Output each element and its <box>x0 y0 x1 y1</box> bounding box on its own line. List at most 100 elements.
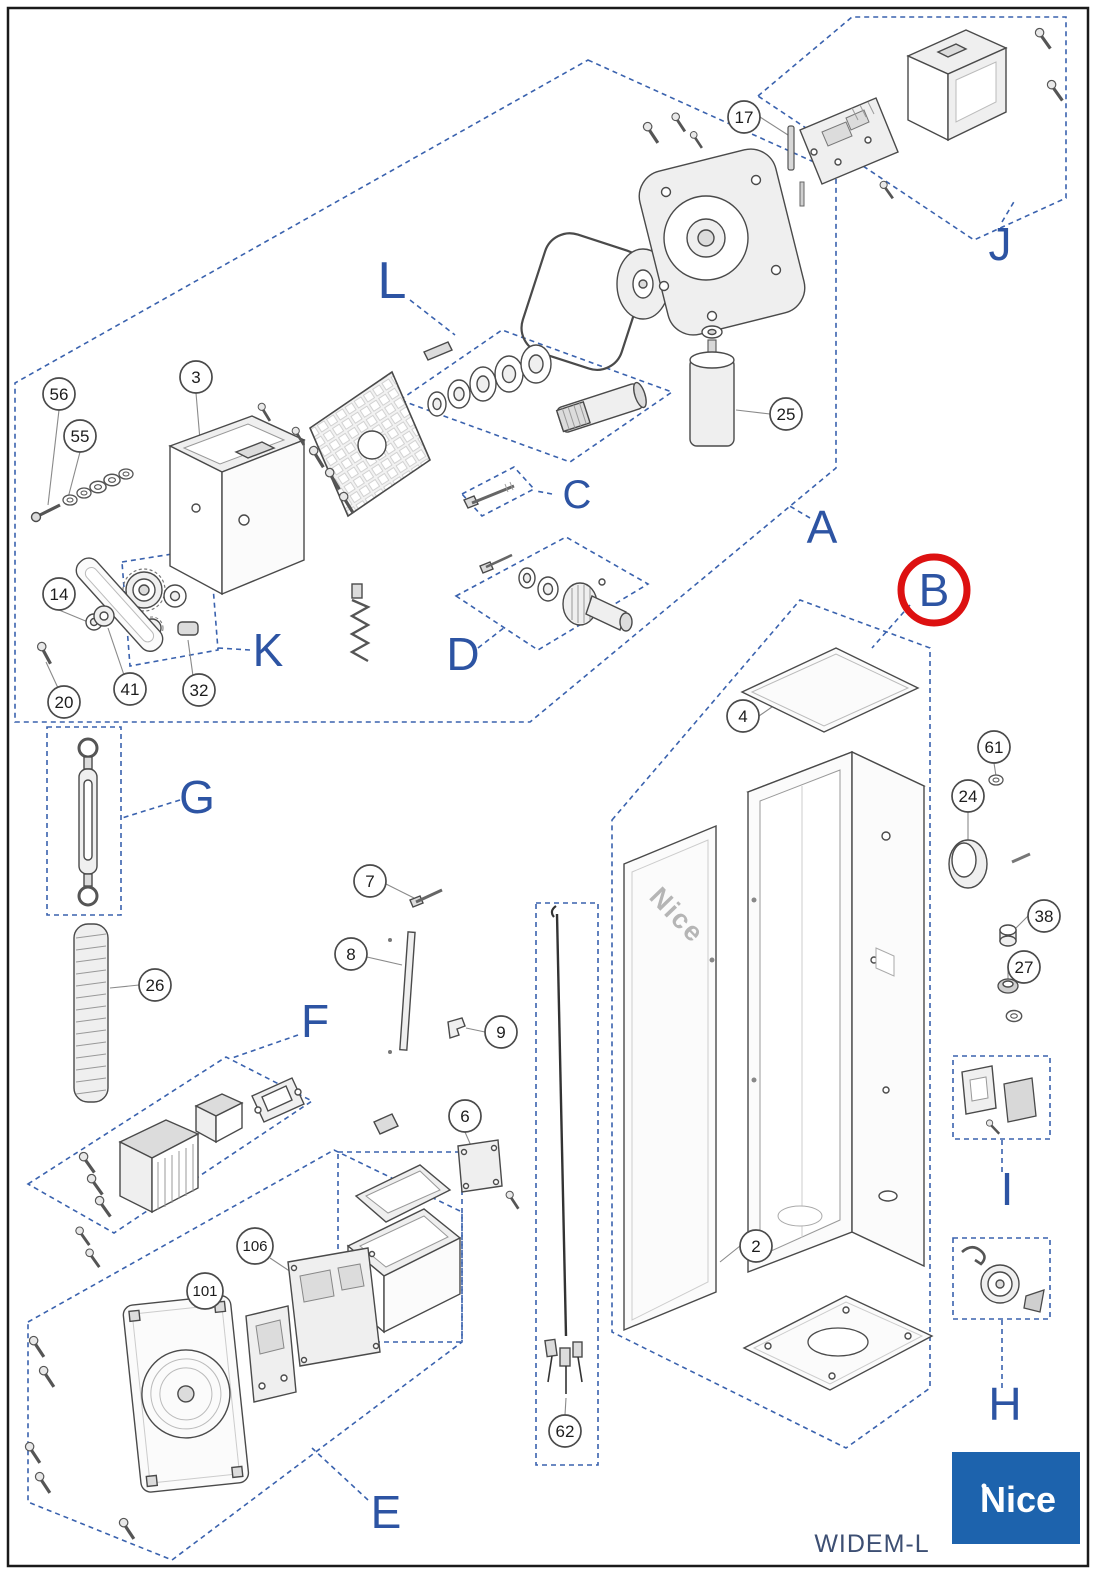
section-label-i: I <box>1001 1163 1014 1215</box>
region-c <box>460 466 536 517</box>
section-label-d: D <box>446 628 479 680</box>
board-106 <box>287 1247 381 1367</box>
i-parts <box>961 1065 1037 1135</box>
roller-32 <box>177 621 199 636</box>
section-label-e: E <box>371 1486 402 1538</box>
section-label-j: J <box>989 218 1012 270</box>
svg-text:8: 8 <box>346 945 355 964</box>
brand-logo-box <box>952 1452 1080 1544</box>
group-regions <box>14 16 1067 1561</box>
region-j <box>756 16 1067 241</box>
region-e2 <box>337 1151 463 1343</box>
svg-text:101: 101 <box>192 1283 217 1300</box>
speaker-cover-101 <box>122 1295 250 1493</box>
svg-text:14: 14 <box>50 585 69 604</box>
svg-text:26: 26 <box>146 976 165 995</box>
part-group-cable62 <box>544 905 583 1394</box>
region-h <box>952 1237 1051 1320</box>
callout-9: 9 <box>484 1015 518 1049</box>
mount-bracket <box>251 1077 305 1123</box>
svg-text:62: 62 <box>556 1422 575 1441</box>
callout-62: 62 <box>548 1414 582 1448</box>
highlight-circle-b <box>897 553 971 627</box>
part-group-e <box>19 1247 381 1541</box>
svg-text:56: 56 <box>50 385 69 404</box>
callout-55: 55 <box>63 419 97 453</box>
part-group-g <box>77 737 99 907</box>
region-e <box>27 1149 463 1561</box>
svg-text:20: 20 <box>55 693 74 712</box>
svg-text:3: 3 <box>191 368 200 387</box>
svg-text:38: 38 <box>1035 907 1054 926</box>
region-l <box>398 329 674 463</box>
callouts: 56 55 3 14 20 41 32 17 25 4 61 24 38 27 … <box>42 100 1061 1448</box>
svg-text:17: 17 <box>735 108 754 127</box>
pin-17 <box>787 125 795 171</box>
bracket-3 <box>168 415 306 596</box>
section-label-f: F <box>301 995 329 1047</box>
callout-14: 14 <box>42 577 76 611</box>
svg-text:106: 106 <box>242 1238 267 1255</box>
section-label-b: B <box>919 564 950 616</box>
callout-24: 24 <box>951 779 985 813</box>
page-border <box>6 6 1090 1568</box>
callout-41: 41 <box>113 672 147 706</box>
callout-17: 17 <box>727 100 761 134</box>
cap-24 <box>948 839 988 889</box>
callout-20: 20 <box>47 685 81 719</box>
base-plate <box>742 1295 934 1391</box>
door-2: Nice <box>623 824 717 1332</box>
callout-106: 106 <box>236 1227 274 1265</box>
callout-38: 38 <box>1027 899 1061 933</box>
svg-text:41: 41 <box>121 680 140 699</box>
part-group-a <box>520 110 806 447</box>
section-label-h: H <box>988 1378 1021 1430</box>
plate-6 <box>457 1139 503 1193</box>
region-pole <box>535 902 599 1466</box>
callout-2: 2 <box>739 1229 773 1263</box>
callout-26: 26 <box>138 968 172 1002</box>
svg-text:55: 55 <box>71 427 90 446</box>
drive-shaft <box>555 381 647 433</box>
callout-56: 56 <box>42 377 76 411</box>
svg-text:6: 6 <box>460 1107 469 1126</box>
callout-61: 61 <box>977 730 1011 764</box>
callout-4: 4 <box>726 699 760 733</box>
section-labels: L J A C D B K G F E I H <box>179 218 1022 1538</box>
callout-3: 3 <box>179 360 213 394</box>
svg-text:2: 2 <box>751 1237 760 1256</box>
section-label-c: C <box>563 473 592 517</box>
region-b <box>611 599 931 1449</box>
leader-lines <box>45 116 1029 1416</box>
control-board <box>799 97 899 185</box>
callout-25: 25 <box>769 397 803 431</box>
part-group-789 <box>388 888 466 1054</box>
callout-32: 32 <box>182 673 216 707</box>
section-label-l: L <box>378 252 407 310</box>
section-label-g: G <box>179 771 215 823</box>
capacitor-25 <box>689 351 735 447</box>
model-name: WIDEM-L <box>814 1530 929 1558</box>
cap-27 <box>997 978 1019 994</box>
footer: WIDEM-L Nice <box>814 1452 1080 1558</box>
svg-text:4: 4 <box>738 707 747 726</box>
svg-text:25: 25 <box>777 405 796 424</box>
region-g <box>46 726 122 916</box>
svg-text:24: 24 <box>959 787 978 806</box>
part-group-c <box>463 481 515 509</box>
transformer <box>118 1119 200 1214</box>
part-group-b: Nice <box>623 647 934 1391</box>
logo-mark-dot <box>981 1483 987 1489</box>
svg-text:32: 32 <box>190 681 209 700</box>
arm-41 <box>75 557 164 652</box>
region-f <box>26 1056 314 1234</box>
part-group-j <box>787 25 1071 207</box>
bushing-38 <box>999 924 1017 947</box>
svg-text:7: 7 <box>365 872 374 891</box>
gasket <box>520 232 647 371</box>
part-group-right <box>948 774 1045 1313</box>
svg-text:9: 9 <box>496 1023 505 1042</box>
relay-box <box>194 1093 244 1144</box>
cabinet-body <box>746 750 926 1274</box>
spring-26 <box>73 923 109 1103</box>
